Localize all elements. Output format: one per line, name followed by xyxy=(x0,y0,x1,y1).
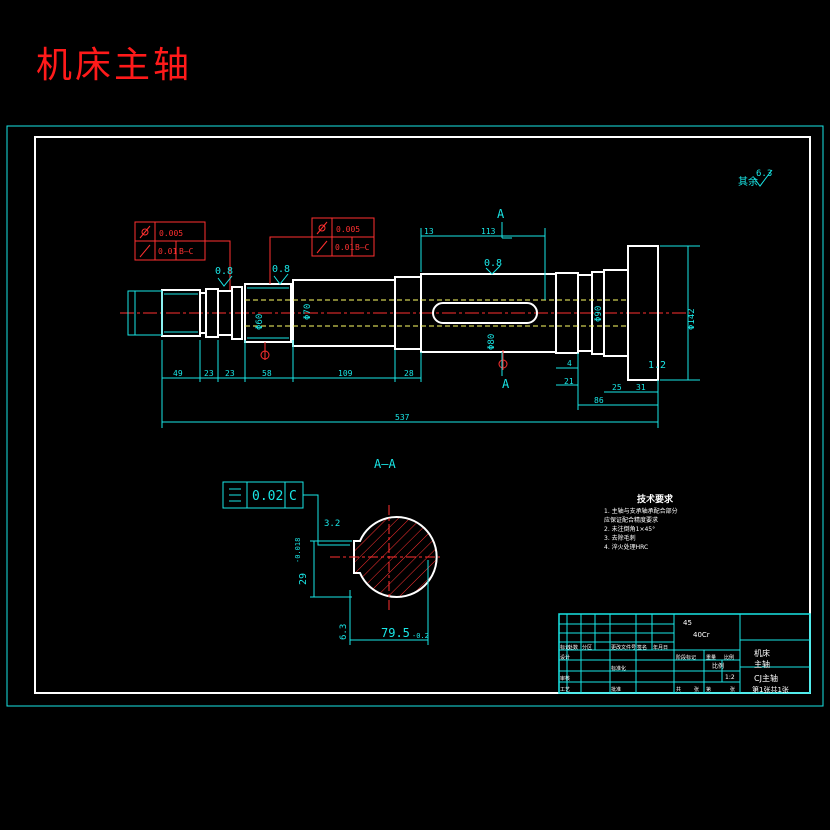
outer-frame xyxy=(6,125,824,707)
svg-text:31: 31 xyxy=(636,383,646,392)
svg-text:设计: 设计 xyxy=(560,654,570,661)
roughness-marks: 0.8 0.8 0.8 1.2 xyxy=(215,258,666,371)
svg-text:张: 张 xyxy=(694,686,699,693)
svg-text:批准: 批准 xyxy=(611,686,621,693)
section-tolerance-frame: 0.02 C 3.2 xyxy=(222,481,350,546)
svg-text:2. 未注倒角1×45°: 2. 未注倒角1×45° xyxy=(604,525,655,533)
svg-text:45: 45 xyxy=(683,619,692,627)
shaft-outline xyxy=(161,245,659,381)
svg-text:0.8: 0.8 xyxy=(215,266,233,277)
svg-text:0.01: 0.01 xyxy=(335,243,354,252)
diameter-labels: Φ70 Φ60 Φ80 Φ90 Φ142 xyxy=(255,245,700,381)
svg-text:B—C: B—C xyxy=(355,243,370,252)
section-label: A—A xyxy=(374,457,396,471)
svg-text:CJ主轴: CJ主轴 xyxy=(754,673,778,683)
roughness-note: 其余 6.3 xyxy=(738,169,773,188)
svg-text:40Cr: 40Cr xyxy=(693,631,710,639)
svg-text:年月日: 年月日 xyxy=(653,644,668,651)
svg-text:标准化: 标准化 xyxy=(611,665,626,672)
svg-text:113: 113 xyxy=(481,227,496,236)
svg-text:6.3: 6.3 xyxy=(756,169,772,179)
svg-text:29: 29 xyxy=(298,573,309,585)
svg-text:机床: 机床 xyxy=(754,648,770,658)
svg-text:Φ142: Φ142 xyxy=(687,308,697,330)
thread-lines xyxy=(164,287,289,339)
title-block: 45 40Cr 机床 主轴 CJ主轴 第1张共1张 比例 1:2 标记 设计 审… xyxy=(558,613,811,694)
svg-text:49: 49 xyxy=(173,369,183,378)
svg-text:处数: 处数 xyxy=(568,644,578,651)
svg-text:3. 去除毛刺: 3. 去除毛刺 xyxy=(604,534,636,542)
svg-text:第: 第 xyxy=(706,686,711,693)
length-dimension-labels: 49 23 23 58 109 28 4 21 25 31 86 537 xyxy=(173,359,646,422)
svg-text:21: 21 xyxy=(564,377,574,386)
svg-text:86: 86 xyxy=(594,396,604,405)
svg-text:0.01: 0.01 xyxy=(158,247,177,256)
svg-text:0.005: 0.005 xyxy=(159,229,183,238)
svg-text:更改文件号: 更改文件号 xyxy=(611,644,636,651)
svg-text:537: 537 xyxy=(395,413,410,422)
svg-text:23: 23 xyxy=(225,369,235,378)
svg-text:技术要求: 技术要求 xyxy=(637,493,674,505)
inner-frame xyxy=(34,136,811,694)
keyway-dimensions: 13 113 xyxy=(420,227,546,300)
svg-text:3.2: 3.2 xyxy=(324,519,340,529)
svg-text:比例: 比例 xyxy=(712,662,724,670)
svg-text:0.02: 0.02 xyxy=(252,489,283,504)
svg-text:1. 主轴与支承轴承配合部分: 1. 主轴与支承轴承配合部分 xyxy=(604,507,678,515)
section-dimensions: 29 -0.018 79.5 -0.2 6.3 xyxy=(294,538,429,645)
svg-text:张: 张 xyxy=(730,686,735,693)
datum-markers xyxy=(260,342,508,370)
svg-text:109: 109 xyxy=(338,369,353,378)
svg-text:C: C xyxy=(289,489,297,504)
svg-text:Φ60: Φ60 xyxy=(255,314,265,330)
svg-text:13: 13 xyxy=(424,227,434,236)
svg-text:Φ70: Φ70 xyxy=(303,304,313,320)
svg-text:其余: 其余 xyxy=(738,175,758,188)
tolerance-frame-left: 0.005 0.01 B—C xyxy=(134,221,231,290)
svg-text:-0.018: -0.018 xyxy=(294,538,302,563)
svg-text:-0.2: -0.2 xyxy=(412,632,429,640)
svg-text:1:2: 1:2 xyxy=(725,674,735,681)
svg-text:25: 25 xyxy=(612,383,622,392)
svg-text:重量: 重量 xyxy=(706,654,716,661)
svg-text:Φ90: Φ90 xyxy=(594,306,604,322)
svg-text:1.2: 1.2 xyxy=(648,360,666,371)
svg-text:比例: 比例 xyxy=(724,654,734,661)
length-dimensions xyxy=(161,340,659,428)
svg-text:B—C: B—C xyxy=(179,247,194,256)
svg-text:A: A xyxy=(497,207,505,221)
svg-text:4. 淬火处理HRC: 4. 淬火处理HRC xyxy=(604,543,648,551)
svg-text:0.8: 0.8 xyxy=(484,258,502,269)
section-markers: A A xyxy=(497,207,512,391)
svg-text:A: A xyxy=(502,377,510,391)
tolerance-frame-right: 0.005 0.01 B—C xyxy=(269,217,375,284)
svg-text:79.5: 79.5 xyxy=(381,626,410,640)
svg-text:审核: 审核 xyxy=(560,675,570,682)
svg-text:签名: 签名 xyxy=(637,644,647,651)
svg-text:共: 共 xyxy=(676,686,681,693)
svg-text:阶段标记: 阶段标记 xyxy=(676,654,696,661)
svg-text:标记: 标记 xyxy=(560,644,570,651)
svg-text:4: 4 xyxy=(567,359,572,368)
svg-text:主轴: 主轴 xyxy=(754,659,770,669)
svg-text:第1张共1张: 第1张共1张 xyxy=(752,685,789,694)
svg-text:0.005: 0.005 xyxy=(336,225,360,234)
page-title: 机床主轴 xyxy=(36,45,193,86)
svg-text:分区: 分区 xyxy=(582,644,592,651)
svg-text:0.8: 0.8 xyxy=(272,264,290,275)
svg-text:28: 28 xyxy=(404,369,414,378)
svg-text:6.3: 6.3 xyxy=(339,624,349,640)
svg-text:23: 23 xyxy=(204,369,214,378)
section-view xyxy=(330,505,440,612)
svg-text:工艺: 工艺 xyxy=(560,687,570,693)
svg-text:58: 58 xyxy=(262,369,272,378)
svg-text:Φ80: Φ80 xyxy=(487,334,497,350)
svg-text:应保证配合精度要求: 应保证配合精度要求 xyxy=(604,516,658,524)
tech-requirements: 技术要求 1. 主轴与支承轴承配合部分 应保证配合精度要求 2. 未注倒角1×4… xyxy=(604,493,678,551)
shaft-left-stub xyxy=(127,290,163,336)
